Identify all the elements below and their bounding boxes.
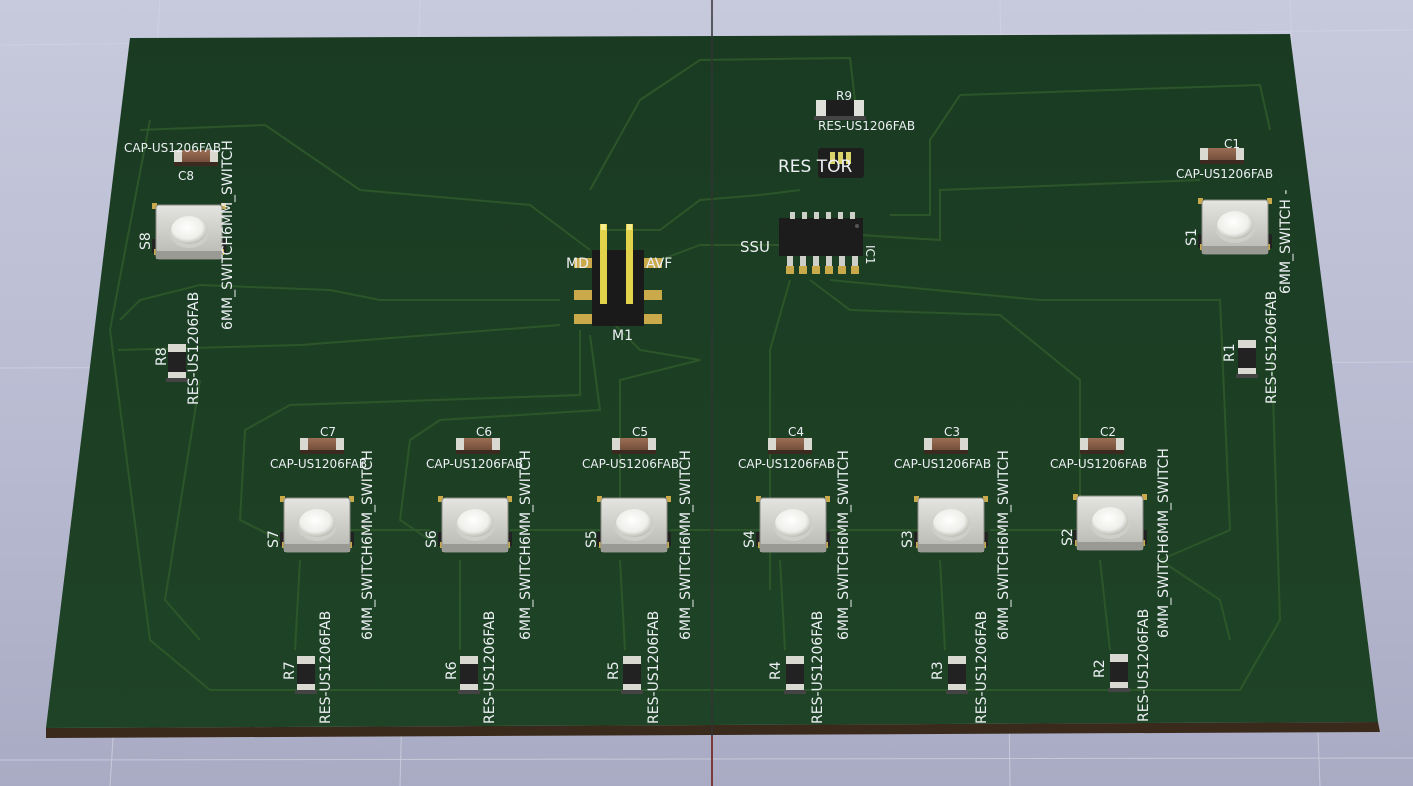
c8-ref-label: C8	[178, 169, 194, 183]
resistor-r3[interactable]	[946, 656, 968, 694]
switch-s5[interactable]	[596, 495, 672, 553]
c3-value-label: CAP-US1206FAB	[894, 457, 991, 471]
capacitor-c4[interactable]	[768, 438, 812, 454]
r4-ref-label: R4	[768, 661, 784, 680]
r1-ref-label: R1	[1222, 343, 1238, 362]
switch-s1[interactable]	[1197, 197, 1273, 255]
r7-value-label: RES-US1206FAB	[318, 611, 334, 724]
r9-ref-label: R9	[836, 89, 852, 103]
c6-value-label: CAP-US1206FAB	[426, 457, 523, 471]
resistor-r6[interactable]	[458, 656, 480, 694]
c2-ref-label: C2	[1100, 425, 1116, 439]
ic-ic1[interactable]	[779, 212, 863, 274]
s1-value-label: 6MM_SWITCH -	[1278, 190, 1294, 294]
c8-value-label: CAP-US1206FAB	[124, 141, 221, 155]
resonator[interactable]	[818, 148, 864, 178]
s2-ref-label: S2	[1060, 528, 1076, 546]
resistor-r9[interactable]	[814, 100, 866, 120]
s5-value-label: 6MM_SWITCH6MM_SWITCH	[678, 450, 694, 640]
resistor-r4[interactable]	[784, 656, 806, 694]
s8-ref-label: S8	[138, 232, 154, 250]
header-m1[interactable]	[574, 224, 662, 326]
r9-value-label: RES-US1206FAB	[818, 119, 915, 133]
c2-value-label: CAP-US1206FAB	[1050, 457, 1147, 471]
r5-ref-label: R5	[606, 661, 622, 680]
s7-value-label: 6MM_SWITCH6MM_SWITCH	[360, 450, 376, 640]
c5-ref-label: C5	[632, 425, 648, 439]
r6-ref-label: R6	[444, 661, 460, 680]
r2-value-label: RES-US1206FAB	[1136, 609, 1152, 722]
s1-ref-label: S1	[1184, 228, 1200, 246]
switch-s2[interactable]	[1072, 493, 1148, 551]
resistor-r2[interactable]	[1108, 654, 1130, 692]
r5-value-label: RES-US1206FAB	[646, 611, 662, 724]
resonator-label: RES TOR	[778, 157, 853, 177]
s3-value-label: 6MM_SWITCH6MM_SWITCH	[996, 450, 1012, 640]
r6-value-label: RES-US1206FAB	[482, 611, 498, 724]
c5-value-label: CAP-US1206FAB	[582, 457, 679, 471]
c4-value-label: CAP-US1206FAB	[738, 457, 835, 471]
c1-value-label: CAP-US1206FAB	[1176, 167, 1273, 181]
s6-ref-label: S6	[424, 530, 440, 548]
resistor-r5[interactable]	[621, 656, 643, 694]
c7-value-label: CAP-US1206FAB	[270, 457, 367, 471]
resistor-r7[interactable]	[295, 656, 317, 694]
s8-value-label: 6MM_SWITCH6MM_SWITCH	[220, 140, 236, 330]
ic1-ref-label: IC1	[863, 245, 877, 265]
s5-ref-label: S5	[584, 530, 600, 548]
switch-s4[interactable]	[755, 495, 831, 553]
s6-value-label: 6MM_SWITCH6MM_SWITCH	[518, 450, 534, 640]
m1-right-label: AVF	[646, 256, 672, 272]
s2-value-label: 6MM_SWITCH6MM_SWITCH	[1156, 448, 1172, 638]
r3-ref-label: R3	[930, 661, 946, 680]
r1-value-label: RES-US1206FAB	[1264, 291, 1280, 404]
s4-value-label: 6MM_SWITCH6MM_SWITCH	[836, 450, 852, 640]
switch-s3[interactable]	[913, 495, 989, 553]
r7-ref-label: R7	[282, 661, 298, 680]
capacitor-c5[interactable]	[612, 438, 656, 454]
switch-s6[interactable]	[437, 495, 513, 553]
c3-ref-label: C3	[944, 425, 960, 439]
c1-ref-label: C1	[1224, 137, 1240, 151]
switch-s7[interactable]	[279, 495, 355, 553]
s3-ref-label: S3	[900, 530, 916, 548]
copper-traces	[108, 56, 1282, 691]
capacitor-c7[interactable]	[300, 438, 344, 454]
ic1-value-label: SSU	[740, 238, 770, 256]
c4-ref-label: C4	[788, 425, 804, 439]
r8-value-label: RES-US1206FAB	[186, 292, 202, 405]
r2-ref-label: R2	[1092, 659, 1108, 678]
c6-ref-label: C6	[476, 425, 492, 439]
m1-left-label: MD	[566, 256, 589, 272]
capacitor-c3[interactable]	[924, 438, 968, 454]
r8-ref-label: R8	[154, 347, 170, 366]
s4-ref-label: S4	[742, 530, 758, 548]
c7-ref-label: C7	[320, 425, 336, 439]
capacitor-c2[interactable]	[1080, 438, 1124, 454]
resistor-r1[interactable]	[1236, 340, 1258, 378]
r4-value-label: RES-US1206FAB	[810, 611, 826, 724]
switch-s8[interactable]	[151, 202, 227, 260]
capacitor-c6[interactable]	[456, 438, 500, 454]
s7-ref-label: S7	[266, 530, 282, 548]
m1-ref-label: M1	[612, 328, 633, 344]
r3-value-label: RES-US1206FAB	[974, 611, 990, 724]
